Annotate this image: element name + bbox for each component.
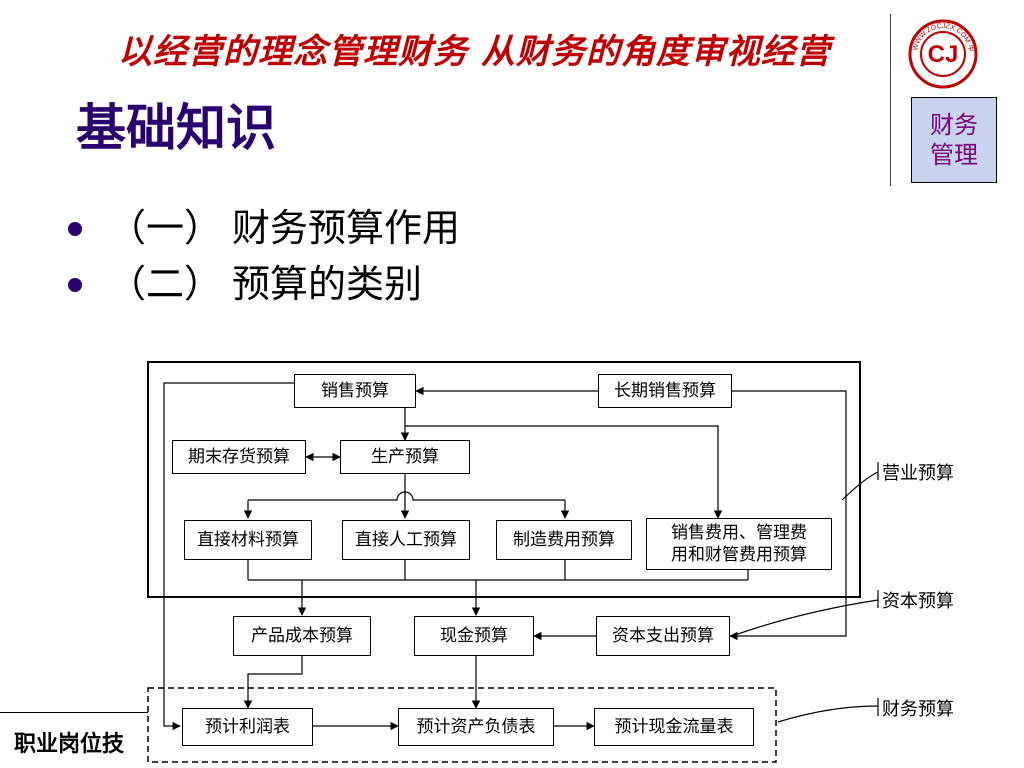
node-cash-budget: 现金预算: [414, 616, 534, 656]
node-period-expense-budget: 销售费用、管理费 用和财管费用预算: [646, 518, 832, 570]
badge-line-1: 财务: [930, 111, 978, 139]
bullet-text: 财务预算作用: [232, 206, 461, 250]
operating-budget-frame: [147, 361, 861, 598]
page-title: 基础知识: [76, 99, 276, 157]
node-long-term-sales-budget: 长期销售预算: [598, 374, 732, 408]
node-overhead-budget: 制造费用预算: [496, 520, 632, 560]
node-direct-material-budget: 直接材料预算: [184, 520, 312, 560]
bullet-list: （一）财务预算作用 （二）预算的类别: [60, 200, 460, 312]
group-label-financial-budget: 财务预算: [882, 699, 954, 720]
finance-management-badge: 财务 管理: [911, 97, 997, 183]
bullet-item: （一）财务预算作用: [60, 200, 460, 256]
period-expense-line-2: 用和财管费用预算: [671, 545, 807, 565]
node-product-cost-budget: 产品成本预算: [233, 616, 371, 656]
badge-line-2: 管理: [930, 141, 978, 169]
group-label-operating-budget: 营业预算: [882, 463, 954, 484]
cj-logo-icon: CJ WWW.ZOCJZX.COM 中国财经在线: [907, 18, 978, 89]
bullet-dot-icon: [68, 278, 82, 292]
node-capex-budget: 资本支出预算: [596, 616, 730, 656]
node-projected-balance-sheet: 预计资产负债表: [398, 708, 554, 746]
bullet-number: （一）: [108, 206, 223, 250]
logo-text: CJ: [928, 41, 959, 68]
node-projected-income-statement: 预计利润表: [182, 708, 313, 746]
financial-budget-frame: [147, 687, 777, 763]
motto-banner: 以经营的理念管理财务 从财务的角度审视经营: [118, 32, 831, 72]
node-production-budget: 生产预算: [340, 440, 470, 474]
header-divider: [890, 14, 891, 186]
node-ending-inventory-budget: 期末存货预算: [172, 440, 306, 474]
bullet-number: （二）: [108, 262, 223, 306]
node-sales-budget: 销售预算: [294, 374, 416, 408]
period-expense-line-1: 销售费用、管理费: [671, 523, 807, 543]
bullet-text: 预算的类别: [232, 262, 423, 306]
footer-divider: [0, 712, 148, 713]
node-projected-cashflow-statement: 预计现金流量表: [594, 708, 754, 746]
footer-text: 职业岗位技: [14, 732, 125, 757]
bullet-item: （二）预算的类别: [60, 256, 460, 312]
group-label-capital-budget: 资本预算: [882, 591, 954, 612]
bullet-dot-icon: [68, 222, 82, 236]
node-direct-labor-budget: 直接人工预算: [342, 520, 470, 560]
